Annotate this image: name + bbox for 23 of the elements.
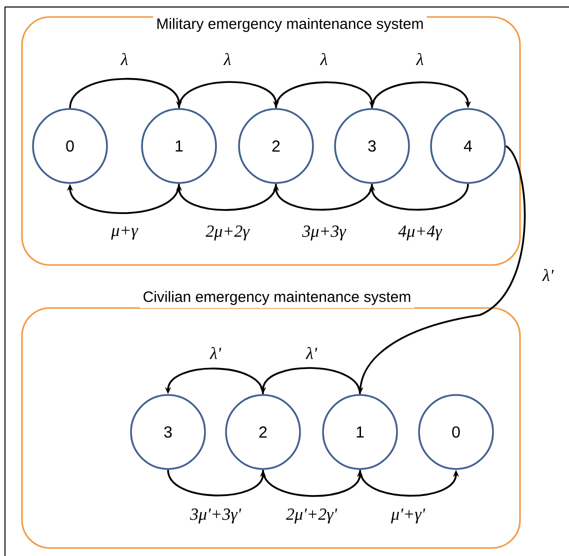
- edge-label: λ': [305, 346, 318, 360]
- node-label: Civilian emergency maintenance system: [144, 291, 410, 305]
- arrow: [371, 81, 472, 108]
- edge-label: 3μ+3γ: [301, 224, 347, 242]
- edge-label: 3μ'+3γ': [189, 508, 242, 524]
- edge-label: λ: [120, 52, 130, 66]
- edge-label: λ: [319, 52, 329, 66]
- edge-label: 2μ'+2γ': [285, 508, 338, 524]
- arrow: [275, 81, 376, 108]
- arrow: [69, 78, 182, 108]
- edge-label: μ'+γ': [390, 508, 426, 524]
- arrow: [178, 81, 280, 108]
- edge-label: λ: [415, 52, 425, 66]
- arrow: [66, 184, 180, 214]
- arrow: [176, 184, 277, 211]
- arrow: [272, 184, 373, 211]
- edge-label: λ: [222, 52, 232, 66]
- edge-label: 2μ+2γ: [204, 224, 250, 242]
- edge-label: λ': [542, 268, 554, 282]
- arrow: [368, 184, 469, 211]
- edge-label: λ': [209, 346, 222, 360]
- edge-label: 4μ+4γ: [397, 224, 443, 242]
- edge-label: μ+γ: [110, 225, 139, 241]
